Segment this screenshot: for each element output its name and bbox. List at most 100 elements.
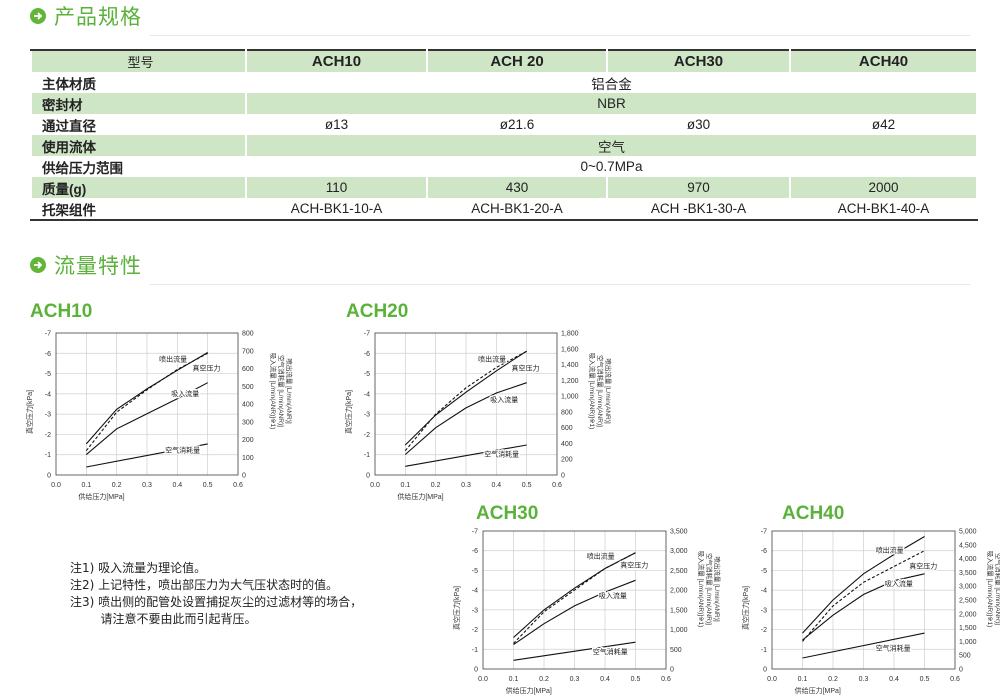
left-tick-label: -4 — [472, 588, 478, 595]
row-label: 通过直径 — [30, 114, 247, 135]
chart-title-ach40: ACH40 — [782, 503, 845, 524]
x-tick-label: 0.3 — [859, 676, 869, 683]
x-tick-label: 0.0 — [767, 676, 777, 683]
row-value: ACH-BK1-10-A — [245, 198, 428, 221]
left-tick-label: -6 — [45, 351, 51, 358]
row-value: 空气 — [245, 135, 978, 156]
spec-table: 型号 ACH10 ACH 20 ACH30 ACH40 主体材质 铝合金 密封材… — [30, 49, 978, 221]
x-tick-label: 0.3 — [142, 482, 152, 489]
right-tick-label: 800 — [561, 409, 573, 416]
series-label: 真空压力 — [909, 561, 937, 570]
left-tick-label: -1 — [761, 647, 767, 654]
row-value: 430 — [426, 177, 608, 198]
chart-title-ach20: ACH20 — [346, 301, 409, 322]
right-tick-label: 500 — [242, 384, 254, 391]
row-value: 0~0.7MPa — [245, 156, 978, 177]
series-label: 真空压力 — [193, 364, 221, 373]
spec-row-diameter: 通过直径 ø13 ø21.6 ø30 ø42 — [30, 114, 978, 135]
left-tick-label: -5 — [364, 371, 370, 378]
left-tick-label: -5 — [45, 371, 51, 378]
plot-frame — [771, 530, 956, 670]
right-tick-label: 2,000 — [670, 588, 688, 595]
x-tick-label: 0.3 — [570, 676, 580, 683]
series-line — [404, 350, 528, 446]
right-tick-label: 1,600 — [561, 346, 579, 353]
x-tick-label: 0.2 — [431, 482, 441, 489]
left-tick-label: 0 — [47, 473, 51, 480]
series-line — [802, 573, 925, 641]
left-tick-label: -1 — [45, 452, 51, 459]
series-line — [405, 444, 527, 467]
right-tick-label: 600 — [242, 366, 254, 373]
right-axis-label: 吸入流量 [L/min(ANR)]※1) — [697, 551, 706, 628]
row-label: 质量(g) — [30, 177, 247, 198]
row-value: 铝合金 — [245, 72, 978, 93]
right-tick-label: 5,000 — [959, 529, 977, 536]
x-tick-label: 0.5 — [920, 676, 930, 683]
spec-row-pressure-range: 供给压力范围 0~0.7MPa — [30, 156, 978, 177]
right-tick-label: 300 — [242, 419, 254, 426]
right-tick-label: 2,000 — [959, 611, 977, 618]
x-tick-label: 0.6 — [552, 482, 562, 489]
left-axis-label: 真空压力[kPa] — [741, 586, 750, 630]
x-axis-label: 供给压力[MPa] — [397, 492, 443, 501]
right-tick-label: 3,000 — [959, 584, 977, 591]
left-axis-label: 真空压力[kPa] — [452, 586, 461, 630]
plot-frame — [55, 332, 239, 476]
right-axis-label: 吸入流量 [L/min(ANR)]※1) — [588, 353, 597, 430]
right-tick-label: 2,500 — [670, 568, 688, 575]
right-tick-label: 200 — [561, 457, 573, 464]
left-tick-label: -5 — [761, 568, 767, 575]
right-axis-label: 空气消耗量 [L/min(ANR)] — [277, 355, 286, 427]
arrow-right-circle-icon — [30, 8, 46, 24]
x-tick-label: 0.5 — [522, 482, 532, 489]
row-value: NBR — [245, 93, 978, 114]
series-line — [85, 382, 208, 456]
right-axis-label: 空气消耗量 [L/min(ANR)] — [994, 553, 1000, 625]
series-line — [85, 352, 208, 452]
left-tick-label: -7 — [364, 331, 370, 338]
row-value: ø30 — [606, 114, 791, 135]
row-label: 使用流体 — [30, 135, 247, 156]
series-label: 真空压力 — [512, 364, 540, 373]
right-axis-label: 喷出流量 [L/min(ANR)] — [604, 358, 613, 424]
series-label: 喷出流量 — [478, 354, 506, 363]
left-tick-label: -4 — [45, 391, 51, 398]
x-tick-label: 0.1 — [400, 482, 410, 489]
row-label: 托架组件 — [30, 198, 247, 221]
left-tick-label: -3 — [364, 412, 370, 419]
left-tick-label: -4 — [364, 391, 370, 398]
left-tick-label: -6 — [761, 548, 767, 555]
row-value: ø42 — [789, 114, 978, 135]
chart-title-ach10: ACH10 — [30, 301, 93, 322]
right-tick-label: 1,000 — [561, 394, 579, 401]
row-value: 970 — [606, 177, 791, 198]
x-tick-label: 0.6 — [950, 676, 960, 683]
left-tick-label: 0 — [474, 667, 478, 674]
note-line: 注1) 吸入流量为理论值。 — [70, 561, 207, 575]
right-axis-label: 喷出流量 [L/min(ANR)] — [713, 556, 722, 622]
left-tick-label: -2 — [472, 627, 478, 634]
right-tick-label: 3,000 — [670, 548, 688, 555]
header-model: ACH 20 — [426, 49, 608, 72]
series-label: 空气消耗量 — [165, 446, 200, 455]
series-label: 空气消耗量 — [484, 450, 519, 459]
series-label: 真空压力 — [620, 560, 648, 569]
right-tick-label: 1,200 — [561, 378, 579, 385]
series-line — [802, 536, 925, 634]
header-model: ACH40 — [789, 49, 978, 72]
series-line — [513, 641, 636, 661]
row-value: ø13 — [245, 114, 428, 135]
right-tick-label: 400 — [561, 441, 573, 448]
row-value: ACH-BK1-20-A — [426, 198, 608, 221]
right-tick-label: 3,500 — [670, 529, 688, 536]
header-model: ACH30 — [606, 49, 791, 72]
series-label: 吸入流量 — [490, 395, 518, 404]
x-tick-label: 0.1 — [509, 676, 519, 683]
x-axis-label: 供给压力[MPa] — [506, 686, 552, 695]
row-value: ø21.6 — [426, 114, 608, 135]
left-tick-label: -4 — [761, 588, 767, 595]
left-tick-label: -6 — [472, 548, 478, 555]
